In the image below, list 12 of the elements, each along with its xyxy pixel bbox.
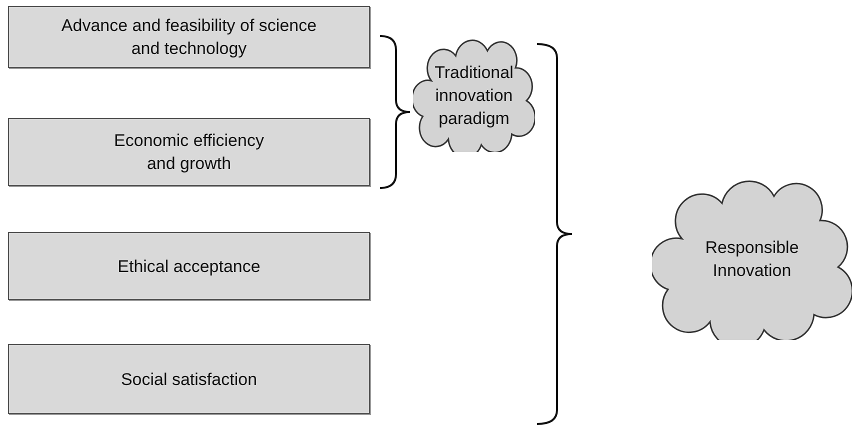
cloud-shape (413, 38, 535, 152)
node-label: Economic efficiency and growth (113, 130, 265, 175)
node-label: Traditional innovation paradigm (434, 62, 514, 130)
node-label: Social satisfaction (120, 368, 258, 390)
process-box (8, 118, 370, 186)
process-box (8, 6, 370, 68)
node-label: Ethical acceptance (116, 256, 262, 278)
process-box (8, 232, 370, 300)
node-label: Advance and feasibility of science and technology (60, 15, 318, 60)
cloud-shape (652, 178, 852, 340)
process-box (8, 344, 370, 414)
node-label: Responsible Innovation (704, 237, 800, 282)
